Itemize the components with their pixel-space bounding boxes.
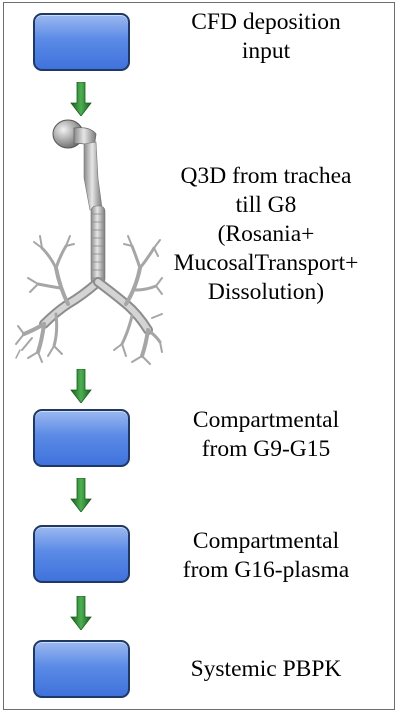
step-box-compartmental-g16-plasma (33, 525, 130, 583)
step-label-line: Dissolution) (207, 279, 325, 305)
step-label-line: input (241, 38, 291, 64)
step-label-compartmental-g16-plasma: Compartmental from G16-plasma (150, 527, 382, 585)
down-arrow-icon (70, 82, 92, 116)
step-label-line: till G8 (235, 192, 297, 218)
step-label-q3d: Q3D from trachea till G8 (Rosania+ Mucos… (150, 162, 382, 307)
step-label-compartmental-g9-g15: Compartmental from G9-G15 (150, 406, 382, 464)
step-label-line: Systemic PBPK (190, 656, 342, 682)
step-box-cfd-deposition (33, 13, 130, 71)
airway-tree-icon (15, 119, 163, 365)
down-arrow-icon (70, 369, 92, 403)
step-label-cfd-deposition: CFD deposition input (150, 8, 382, 66)
down-arrow-icon (70, 478, 92, 512)
diagram-frame (3, 2, 395, 710)
step-label-systemic-pbpk: Systemic PBPK (150, 655, 382, 684)
step-label-line: (Rosania+ (217, 221, 315, 247)
step-label-line: MucosalTransport+ (173, 250, 359, 276)
step-label-line: from G9-G15 (201, 436, 331, 462)
step-label-line: CFD deposition (191, 9, 341, 35)
down-arrow-icon (70, 596, 92, 630)
step-box-systemic-pbpk (33, 640, 130, 698)
step-label-line: Q3D from trachea (180, 163, 352, 189)
step-label-line: Compartmental (192, 407, 340, 433)
step-label-line: from G16-plasma (182, 557, 350, 583)
step-label-line: Compartmental (192, 528, 340, 554)
step-box-compartmental-g9-g15 (33, 409, 130, 467)
